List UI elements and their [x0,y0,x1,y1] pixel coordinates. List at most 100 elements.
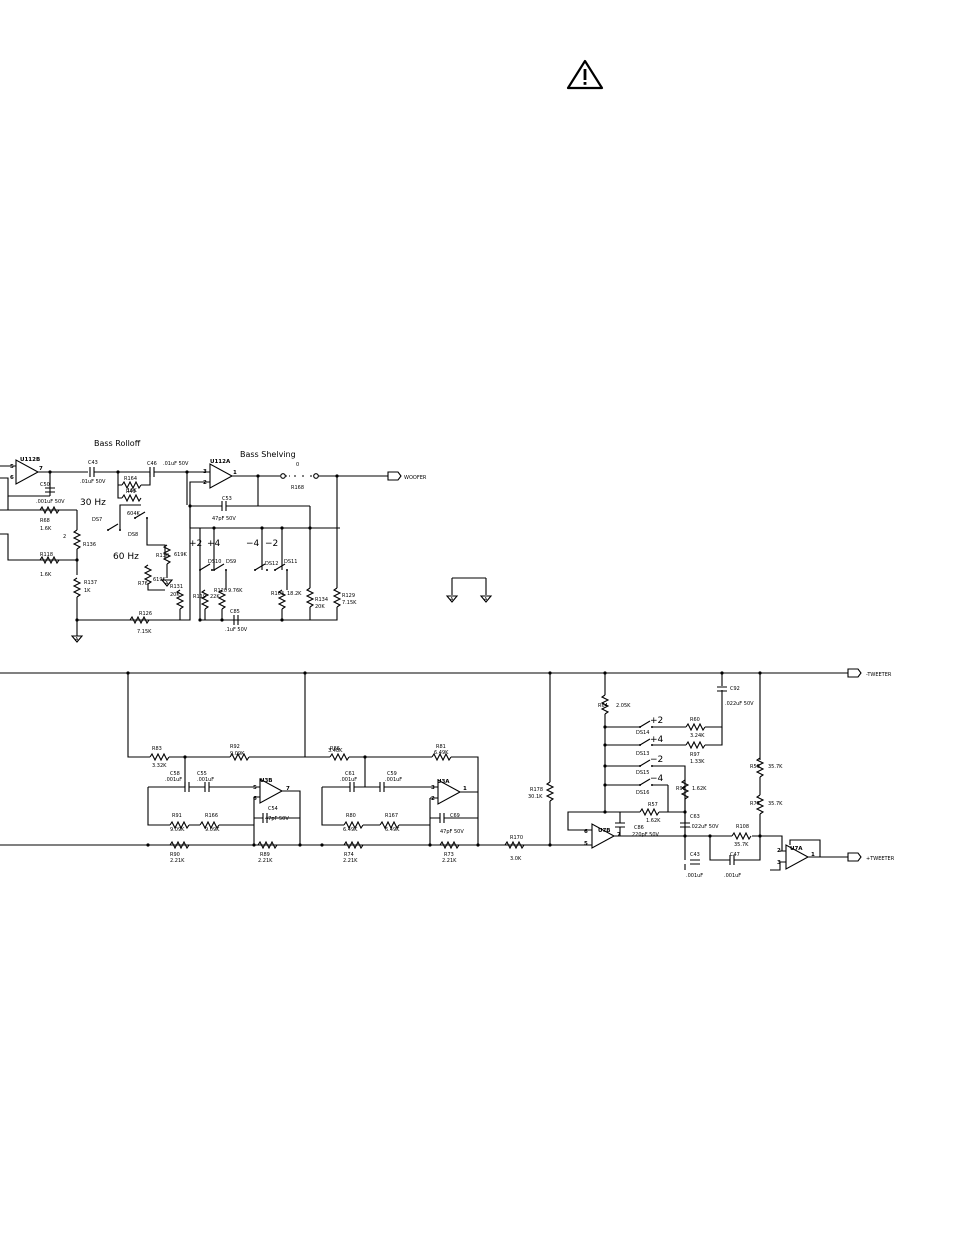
r80-value: 6.49K [343,827,358,833]
capacitor-c53 [221,500,227,512]
resistor-r108 [731,832,752,840]
r119-value: 22K [210,594,220,600]
c53-label: C53 [222,496,232,502]
woofer-connector [387,471,402,481]
r91-label: R91 [172,813,182,819]
c55-label: C55 [197,771,207,777]
svg-text:3: 3 [777,860,781,866]
step2-plus4: +4 [650,735,664,745]
resistor-r137 [73,577,81,598]
svg-text:1: 1 [463,786,467,792]
c59-value: .001uF [385,777,402,783]
svg-text:U3A: U3A [437,779,450,785]
svg-text:7: 7 [39,466,43,472]
c55-value: .001uF [197,777,214,783]
r166-value: 9.09K [205,827,220,833]
c85-value: .1uF 50V [225,627,248,633]
r74-label: R74 [344,852,354,858]
ds10-label: DS10 [208,559,221,565]
r178-label: R178 [530,787,543,793]
r91-value: 9.09K [170,827,185,833]
svg-text:1: 1 [811,852,815,858]
r68-label: R68 [40,518,50,524]
ds14-label: DS14 [636,730,649,736]
svg-text:5: 5 [584,841,588,847]
c43-label: C43 [88,460,98,466]
c54-label: C54 [268,806,278,812]
r137-label: R137 [84,580,97,586]
ref-a-4: A [484,597,488,603]
r60-value: 3.24K [690,733,705,739]
resistor-r129 [333,587,341,608]
r108-value: 35.7K [734,842,749,848]
tweeter-neg-label: -TWEETER [866,672,892,678]
c92-label: C92 [730,686,740,692]
c63-value: .022uF 50V [690,824,719,830]
r97-value: 1.33K [690,759,705,765]
r178-value: 30.1K [528,794,543,800]
c59-label: C59 [387,771,397,777]
r83-value: 3.32K [152,763,167,769]
c69-label: C69 [450,813,460,819]
r57-label: R57 [648,802,658,808]
r120-label: R120 [214,588,227,594]
r49-value: 604K [127,511,141,517]
r120-value: 9.76K [228,588,243,594]
c47-label: C47 [730,852,740,858]
freq-label-60hz: 60 Hz [113,552,139,562]
section-title-bass-rolloff: Bass Rolloff [94,439,141,448]
r129-value: 7.15K [342,600,357,606]
r86-label: R86 [330,746,340,752]
capacitor-c58 [184,781,190,793]
r163-value: 18.2K [287,591,302,597]
r83-label: R83 [152,746,162,752]
opamp-u112b: U112B 5 6 7 [10,457,43,485]
resistor-r49 [121,494,142,502]
step2-minus4: −4 [650,774,664,784]
r170-label: R170 [510,835,523,841]
r98-value: 1.62K [692,786,707,792]
c50-label: C50 [40,482,50,488]
c92-value: .022uF 50V [725,701,754,707]
svg-text:5: 5 [253,785,257,791]
r68-value: 1.6K [40,526,52,532]
c53-value: 47pF 50V [212,516,236,522]
r60-label: R60 [690,717,700,723]
tweeter-pos-label: +TWEETER [866,856,895,862]
r73-value: 2.21K [442,858,457,864]
jumper-r168-left [280,473,286,479]
r167-label: R167 [385,813,398,819]
wire-input-left [0,465,78,561]
c58-label: C58 [170,771,180,777]
opamp-u112a: U112A 3 2 1 [203,459,237,489]
r75-value: 35.7K [768,801,783,807]
c63-label: C63 [690,814,700,820]
ref-a-2: A [165,581,169,587]
r134-label: R134 [315,597,328,603]
r118-label: R118 [40,552,53,558]
c54-value: 47pF 50V [265,816,289,822]
r64-label: R64 [598,703,608,709]
r74-value: 2.21K [343,858,358,864]
svg-text:1: 1 [233,470,237,476]
c61-label: C61 [345,771,355,777]
switch-ds10 [198,563,214,572]
r131-label: R131 [170,584,183,590]
opamp-u3a: U3A 3 2 1 [431,779,467,805]
svg-text:2: 2 [431,796,435,802]
r97-label: R97 [690,752,700,758]
ds13-label: DS13 [636,751,649,757]
r59-label: R59 [750,764,760,770]
ref-a-3: A [450,597,454,603]
svg-text:7: 7 [617,832,621,838]
step-minus2: −2 [265,539,278,549]
svg-text:U3B: U3B [260,778,273,784]
r131-value: 20K [170,592,180,598]
switch-ds7 [106,523,122,532]
ds12-label: DS12 [265,561,278,567]
c43b-label: C43 [690,852,700,858]
c61-value: .001uF [340,777,357,783]
r64-value: 2.05K [616,703,631,709]
tweeter-neg-connector [847,668,862,678]
capacitor-c46 [149,466,155,478]
